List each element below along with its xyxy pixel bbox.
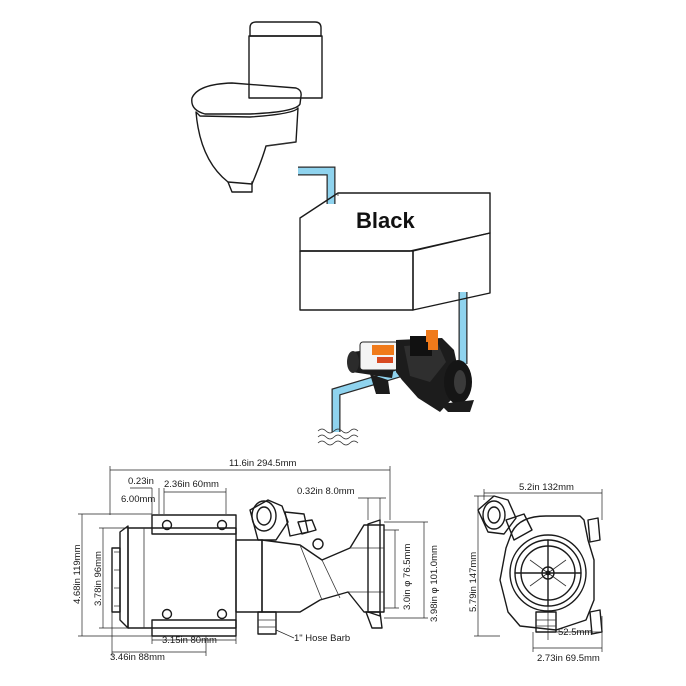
side-view-dimensions: 11.6in 294.5mm 0.23in 6.00mm 2.36in 60mm… xyxy=(72,458,440,663)
discharge-pipe xyxy=(331,367,405,432)
toilet-icon xyxy=(191,21,323,193)
dim-3-46: 3.46in 88mm xyxy=(110,652,165,663)
dim-3-78: 3.78in 96mm xyxy=(93,551,104,606)
dim-0-32: 0.32in 8.0mm xyxy=(297,486,355,497)
dim-3-0: 3.0in φ 76.5mm xyxy=(402,544,413,610)
side-view-drawing xyxy=(111,499,385,637)
end-view-dimensions: 5.2in 132mm 5.79in 147mm 52.5mm 2.73in 6… xyxy=(468,482,603,664)
dim-4-68: 4.68in 119mm xyxy=(72,544,83,604)
dim-6-00: 6.00mm xyxy=(121,494,155,505)
dim-52-5: 52.5mm xyxy=(558,627,592,638)
dim-5-79: 5.79in 147mm xyxy=(468,552,479,612)
water-waves-icon xyxy=(317,428,359,446)
pipe-toilet-to-tank xyxy=(298,166,336,204)
dim-3-98: 3.98in φ 101.0mm xyxy=(429,545,440,622)
dim-0-23: 0.23in xyxy=(128,476,154,487)
dim-2-73: 2.73in 69.5mm xyxy=(537,653,600,664)
dim-5-2: 5.2in 132mm xyxy=(519,482,574,493)
hose-barb-label: 1" Hose Barb xyxy=(294,633,350,644)
dim-overall-length: 11.6in 294.5mm xyxy=(229,458,297,469)
dim-3-15: 3.15in 80mm xyxy=(162,635,217,646)
end-view-drawing xyxy=(477,495,603,635)
holding-tank: Black xyxy=(299,192,491,311)
dim-2-36: 2.36in 60mm xyxy=(164,479,219,490)
tank-label: Black xyxy=(356,208,415,233)
macerator-pump-icon xyxy=(347,330,474,412)
